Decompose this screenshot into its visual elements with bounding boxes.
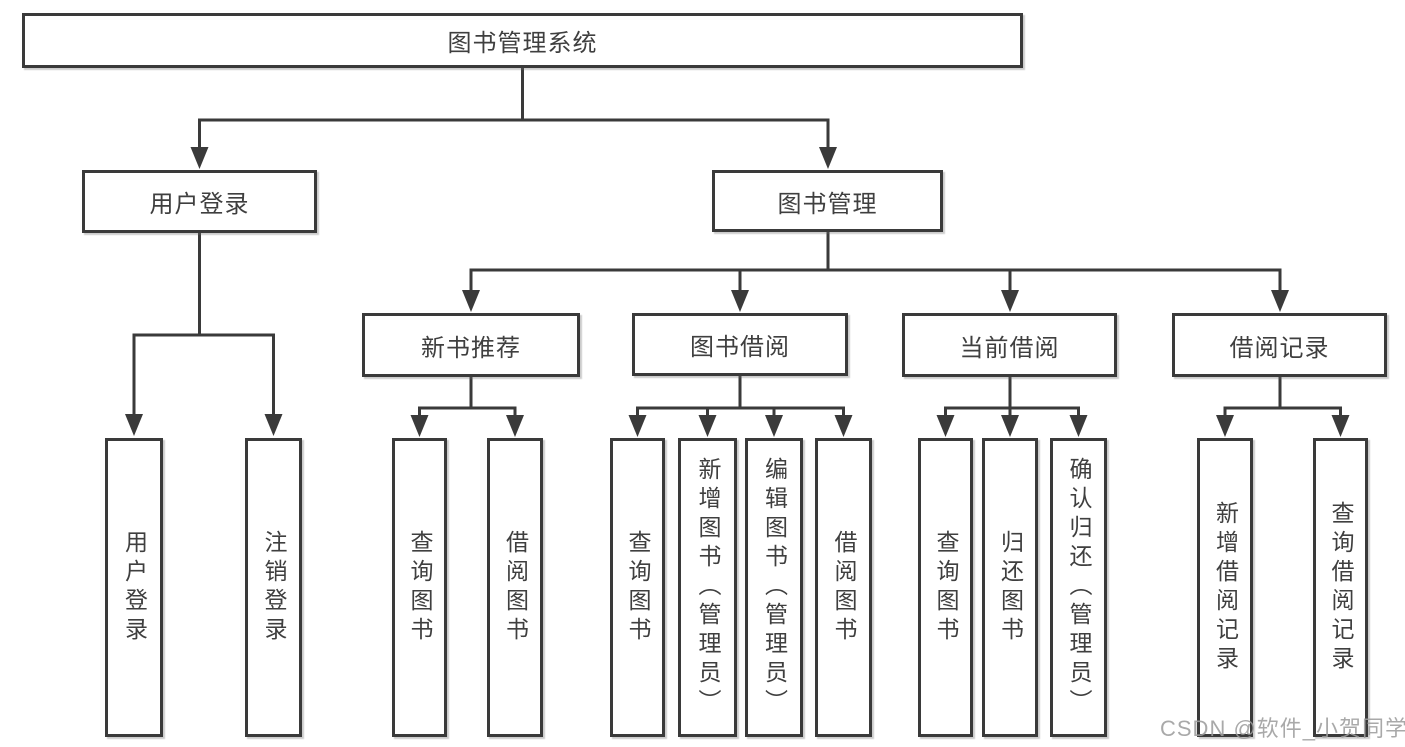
node-borrowing-records: 借阅记录 [1172, 313, 1387, 377]
leaf-query-books-current: 查询图书 [918, 438, 973, 737]
leaf-edit-book-admin: 编辑图书（管理员） [745, 438, 803, 737]
node-library-management-system: 图书管理系统 [22, 13, 1023, 68]
leaf-return-book: 归还图书 [982, 438, 1038, 737]
node-book-management: 图书管理 [712, 170, 943, 232]
leaf-query-books-recommend: 查询图书 [392, 438, 447, 737]
leaf-query-borrowing-record: 查询借阅记录 [1313, 438, 1368, 737]
leaf-user-login: 用户登录 [105, 438, 163, 737]
leaf-logout: 注销登录 [245, 438, 302, 737]
node-user-login: 用户登录 [82, 170, 317, 233]
leaf-borrow-books: 借阅图书 [815, 438, 872, 737]
leaf-query-books-borrow: 查询图书 [610, 438, 665, 737]
csdn-watermark: CSDN @软件_小贺同学 [1160, 716, 1405, 741]
leaf-add-book-admin: 新增图书（管理员） [678, 438, 737, 737]
leaf-confirm-return-admin: 确认归还（管理员） [1050, 438, 1107, 737]
leaf-borrow-books-recommend: 借阅图书 [487, 438, 543, 737]
leaf-add-borrowing-record: 新增借阅记录 [1197, 438, 1253, 737]
node-book-borrowing: 图书借阅 [632, 313, 848, 376]
node-current-borrowing: 当前借阅 [902, 313, 1117, 377]
node-new-book-recommendation: 新书推荐 [362, 313, 580, 377]
